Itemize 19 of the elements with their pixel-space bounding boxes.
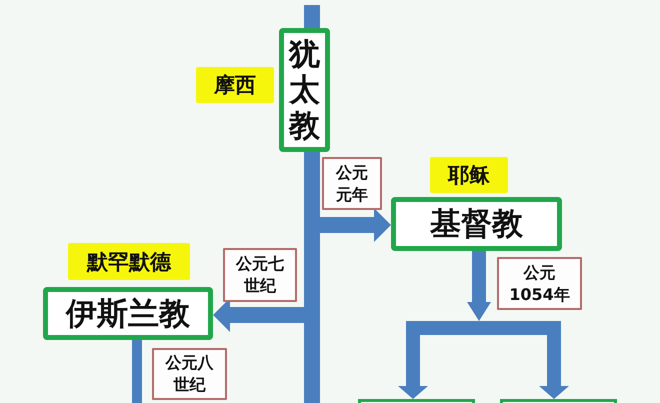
date-box: 公元1054年 <box>497 257 582 310</box>
founder-label: 摩西 <box>196 67 274 103</box>
date-box: 公元八世纪 <box>152 348 227 400</box>
arrow <box>467 251 491 321</box>
arrow <box>320 208 391 242</box>
arrow <box>398 321 479 399</box>
arrow <box>479 321 569 399</box>
religion-box: 犹太教 <box>279 28 330 152</box>
date-box: 公元元年 <box>322 157 382 210</box>
religion-box: 伊斯兰教 <box>43 287 213 340</box>
empty-box <box>358 399 475 403</box>
date-box: 公元七世纪 <box>223 248 297 302</box>
founder-label: 耶稣 <box>430 157 508 193</box>
empty-box <box>500 399 617 403</box>
trunk-line <box>304 152 320 403</box>
religion-box: 基督教 <box>391 197 562 251</box>
founder-label: 默罕默德 <box>68 243 190 280</box>
connector-line <box>132 340 142 403</box>
connector-line <box>304 5 320 28</box>
